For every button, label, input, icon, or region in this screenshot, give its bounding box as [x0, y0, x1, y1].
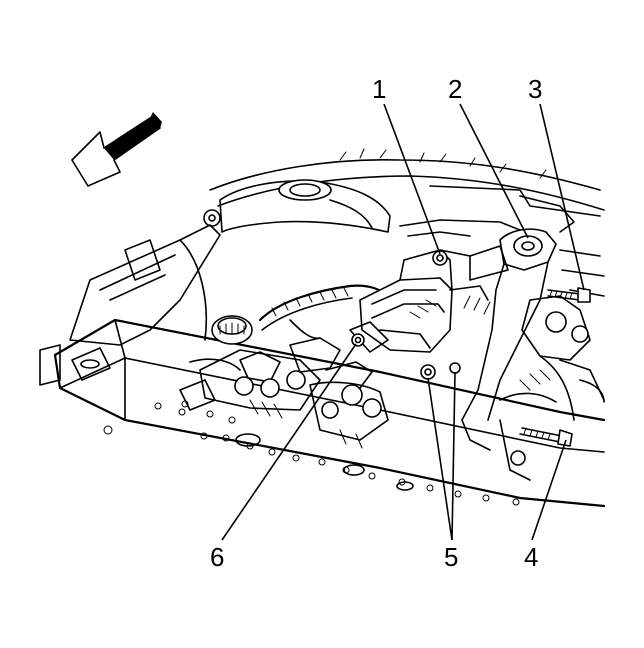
callout-1: 1	[372, 74, 386, 104]
engine-mount-bracket	[349, 249, 453, 353]
leader-lines	[221, 103, 585, 541]
callout-4: 4	[524, 542, 538, 572]
arrow-forward-indicator-icon	[71, 112, 162, 187]
bolt-3	[547, 287, 591, 303]
callout-6: 6	[210, 542, 224, 572]
bolt-1	[432, 250, 448, 266]
left-fender-panel	[39, 224, 221, 386]
callout-5: 5	[444, 542, 458, 572]
callout-labels: 1 2 3 4 5 6	[210, 74, 542, 572]
nut-5	[420, 362, 461, 380]
callout-3: 3	[528, 74, 542, 104]
strut-tower	[203, 179, 391, 233]
front-frame-rail	[53, 318, 606, 508]
rail-holes	[103, 400, 520, 506]
transmission-mount	[399, 195, 575, 451]
fasteners	[351, 250, 591, 447]
nut-6	[351, 333, 365, 347]
bolt-4	[519, 427, 573, 447]
callout-2: 2	[448, 74, 462, 104]
